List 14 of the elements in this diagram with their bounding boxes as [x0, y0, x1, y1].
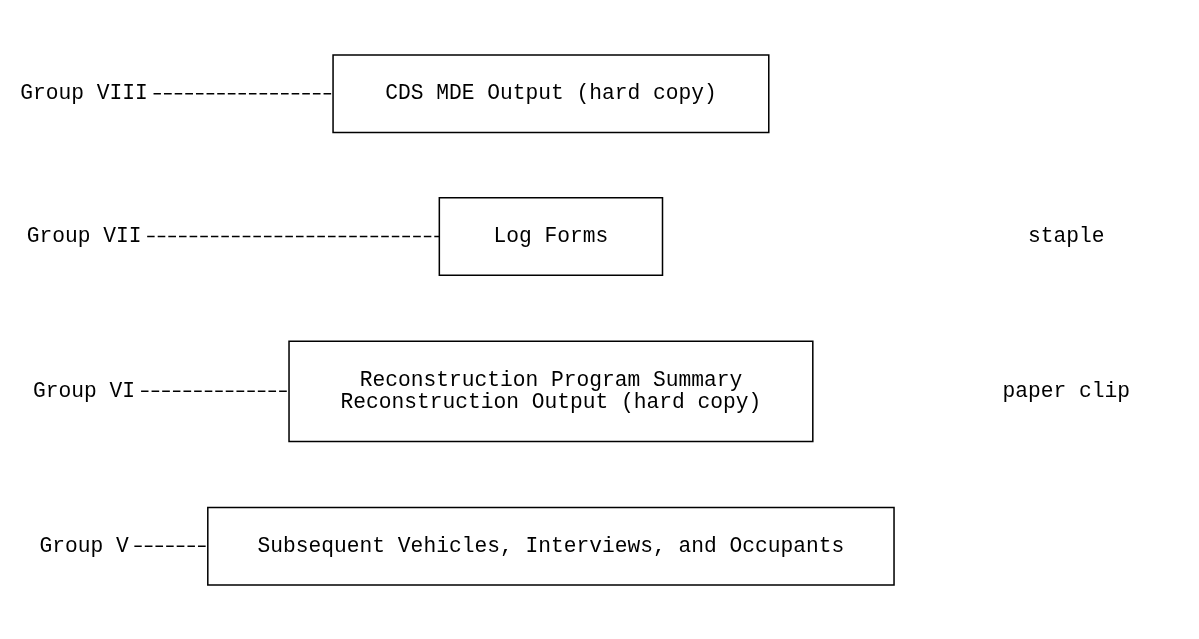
label: staple: [1028, 223, 1105, 248]
node-box: Reconstruction Program Summary Reconstruction Output (hard copy): [288, 340, 814, 442]
connector: [133, 544, 209, 547]
connector: [140, 390, 290, 392]
node-box: CDS MDE Output (hard copy): [332, 53, 770, 133]
node-text: Group V: [39, 533, 129, 558]
node-text: Group VII: [26, 223, 142, 248]
node-text: Group VI: [33, 378, 136, 403]
node-text: Group VIII: [20, 80, 148, 105]
connector: [152, 92, 334, 95]
label: paper clip: [1002, 378, 1131, 403]
node-box: Log Forms: [438, 196, 664, 276]
connector: [146, 235, 440, 237]
node-box: Subsequent Vehicles, Interviews, and Occupants: [207, 506, 895, 586]
